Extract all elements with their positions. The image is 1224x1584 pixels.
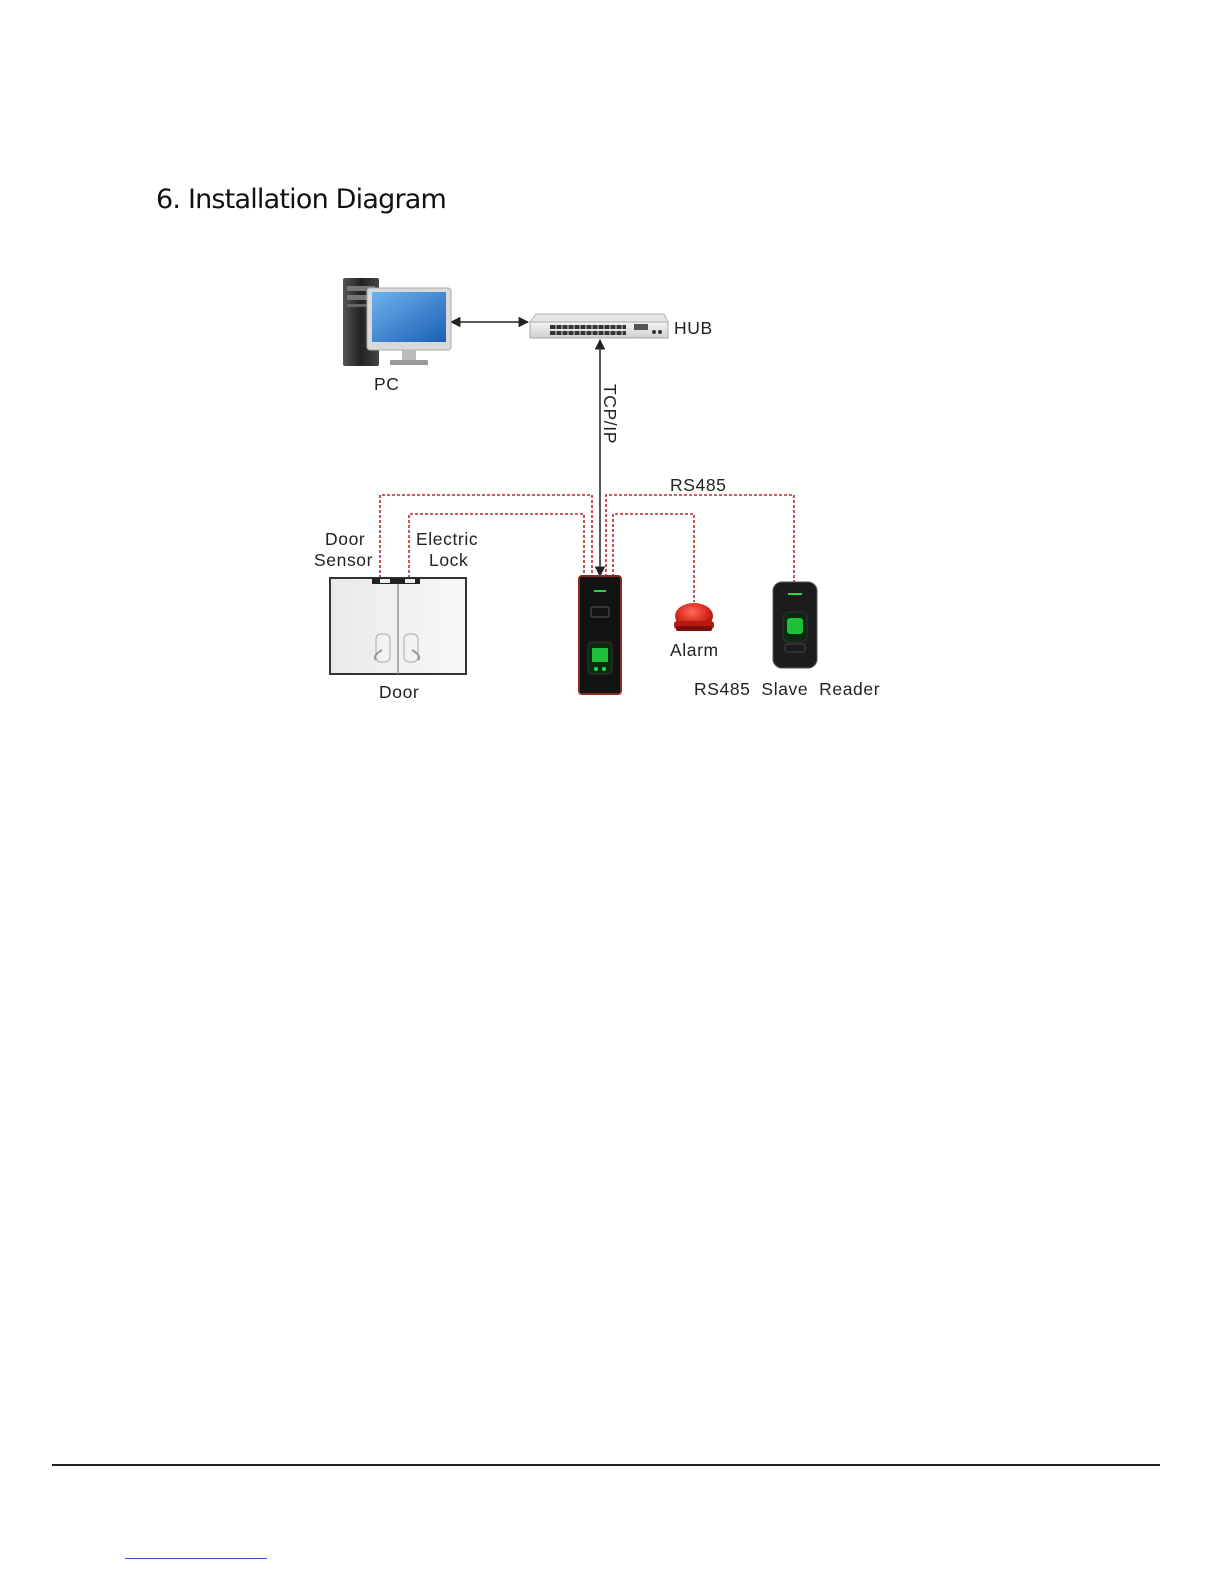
electric-lock-label-line2: Lock (429, 550, 468, 570)
hub-label: HUB (674, 318, 713, 338)
door-sensor-label-line1: Door (325, 529, 365, 549)
installation-diagram: PC HUB TCP/IP RS485 Door Sensor Electric… (0, 0, 1224, 760)
slave-reader-icon (773, 582, 817, 668)
alarm-icon (674, 603, 714, 631)
slave-reader-label: RS485 Slave Reader (694, 679, 880, 699)
tcpip-label: TCP/IP (600, 384, 620, 444)
footer-link-underline[interactable] (125, 1558, 267, 1559)
rs485-label: RS485 (670, 475, 727, 495)
door-sensor-label-line2: Sensor (314, 550, 373, 570)
hub-icon (530, 314, 668, 338)
alarm-label: Alarm (670, 640, 719, 660)
door-label: Door (379, 682, 419, 702)
access-controller-icon (579, 576, 621, 694)
electric-lock-label-line1: Electric (416, 529, 478, 549)
alarm-wire (613, 514, 694, 602)
door-icon (330, 578, 466, 674)
door-sensor-wire (380, 495, 592, 578)
rs485-wire (606, 495, 794, 582)
pc-label: PC (374, 374, 400, 394)
footer-divider (52, 1464, 1160, 1466)
pc-icon (343, 278, 451, 366)
